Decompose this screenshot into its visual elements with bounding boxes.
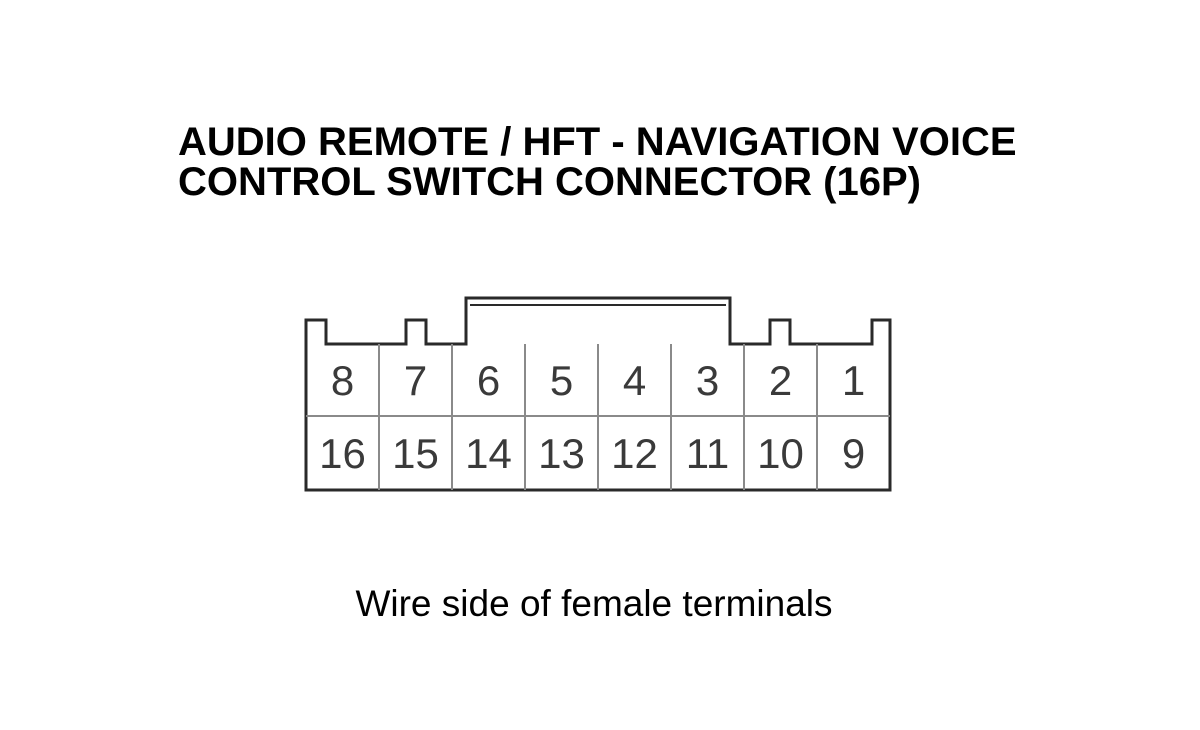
pin-5-label: 5	[550, 357, 573, 404]
pin-15-label: 15	[392, 430, 439, 477]
connector-title: AUDIO REMOTE / HFT - NAVIGATION VOICE CO…	[178, 122, 1017, 202]
pin-11-label: 11	[686, 430, 730, 477]
pin-6-label: 6	[477, 357, 500, 404]
cell-grid	[378, 344, 818, 490]
pin-2-label: 2	[769, 357, 792, 404]
pin-10-label: 10	[757, 430, 804, 477]
pin-14-label: 14	[465, 430, 512, 477]
pin-12-label: 12	[611, 430, 658, 477]
title-line-2: CONTROL SWITCH CONNECTOR (16P)	[178, 160, 921, 204]
pin-1-label: 1	[842, 357, 865, 404]
pin-9-label: 9	[842, 430, 865, 477]
pin-4-label: 4	[623, 357, 646, 404]
pin-16-label: 16	[319, 430, 366, 477]
pin-labels: 8 7 6 5 4 3 2 1 16 15 14 13 12 11 10 9	[319, 357, 865, 477]
pin-3-label: 3	[696, 357, 719, 404]
pin-8-label: 8	[331, 357, 354, 404]
title-line-1: AUDIO REMOTE / HFT - NAVIGATION VOICE	[178, 120, 1017, 164]
pin-7-label: 7	[404, 357, 427, 404]
pin-13-label: 13	[538, 430, 585, 477]
diagram-caption: Wire side of female terminals	[355, 583, 833, 624]
